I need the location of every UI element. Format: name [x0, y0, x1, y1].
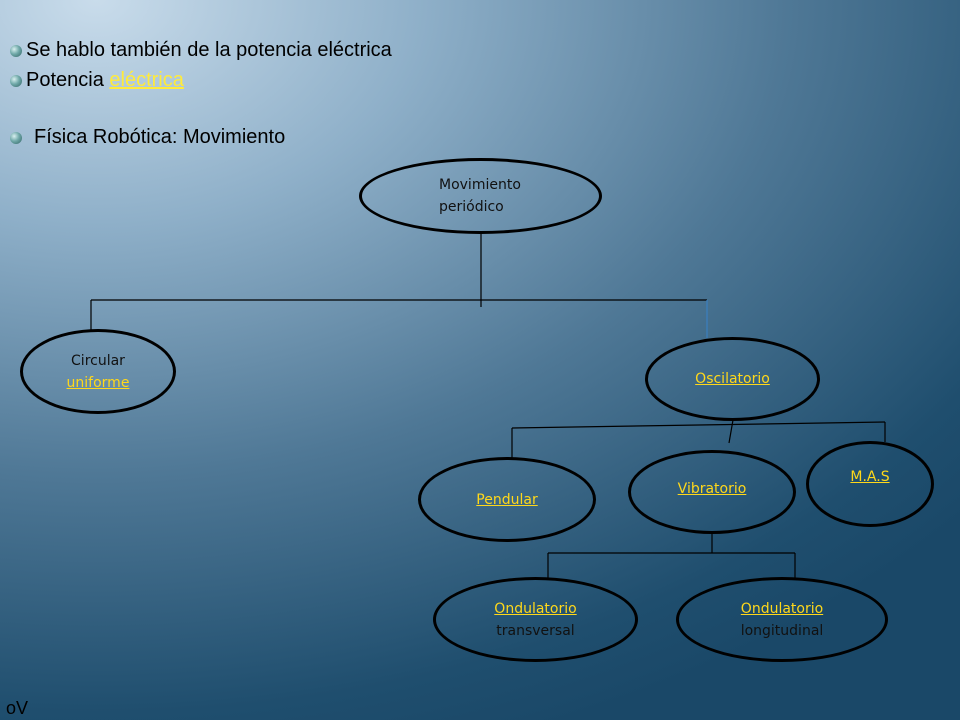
bullet-icon	[10, 44, 22, 57]
node-circular-uniforme: Circular uniforme	[20, 329, 176, 414]
electrica-link[interactable]: eléctrica	[109, 69, 184, 91]
node-vibratorio: Vibratorio	[628, 450, 796, 534]
bullet-icon	[10, 131, 22, 144]
bullet-line-3: Física Robótica: Movimiento	[10, 126, 285, 149]
bullet-text-3: Física Robótica: Movimiento	[34, 126, 286, 148]
bullet-line-1: Se hablo también de la potencia eléctric…	[10, 39, 392, 62]
bullet-line-2: Potencia eléctrica	[10, 69, 184, 92]
connector-level2-bar	[511, 421, 886, 429]
node-movimiento-periodico: Movimiento periódico	[359, 158, 602, 234]
ondulatorio-longitudinal-link[interactable]: Ondulatorio	[740, 600, 824, 617]
node-root-line2: periódico	[439, 199, 504, 215]
node-mas: M.A.S	[806, 441, 934, 527]
node-ondulatorio-transversal: Ondulatorio transversal	[433, 577, 638, 662]
node-oscilatorio: Oscilatorio	[645, 337, 820, 421]
oscilatorio-link[interactable]: Oscilatorio	[695, 371, 770, 387]
node-longitudinal-text: longitudinal	[740, 622, 824, 639]
uniforme-link[interactable]: uniforme	[66, 374, 130, 391]
ondulatorio-transversal-link[interactable]: Ondulatorio	[494, 600, 577, 617]
pendular-link[interactable]: Pendular	[476, 491, 538, 508]
bullet-text-2: Potencia	[26, 69, 110, 91]
bullet-text-1: Se hablo también de la potencia eléctric…	[26, 39, 392, 61]
node-pendular: Pendular	[418, 457, 596, 542]
node-root-line1: Movimiento	[439, 177, 521, 193]
node-transversal-text: transversal	[496, 622, 575, 639]
vibratorio-link[interactable]: Vibratorio	[677, 481, 747, 497]
node-ondulatorio-longitudinal: Ondulatorio longitudinal	[676, 577, 888, 662]
footer-text: oV	[6, 698, 29, 718]
mas-link[interactable]: M.A.S	[850, 469, 890, 485]
connector-oscilatorio-down	[728, 419, 734, 444]
node-circular-text: Circular	[71, 352, 125, 369]
bullet-icon	[10, 74, 22, 87]
